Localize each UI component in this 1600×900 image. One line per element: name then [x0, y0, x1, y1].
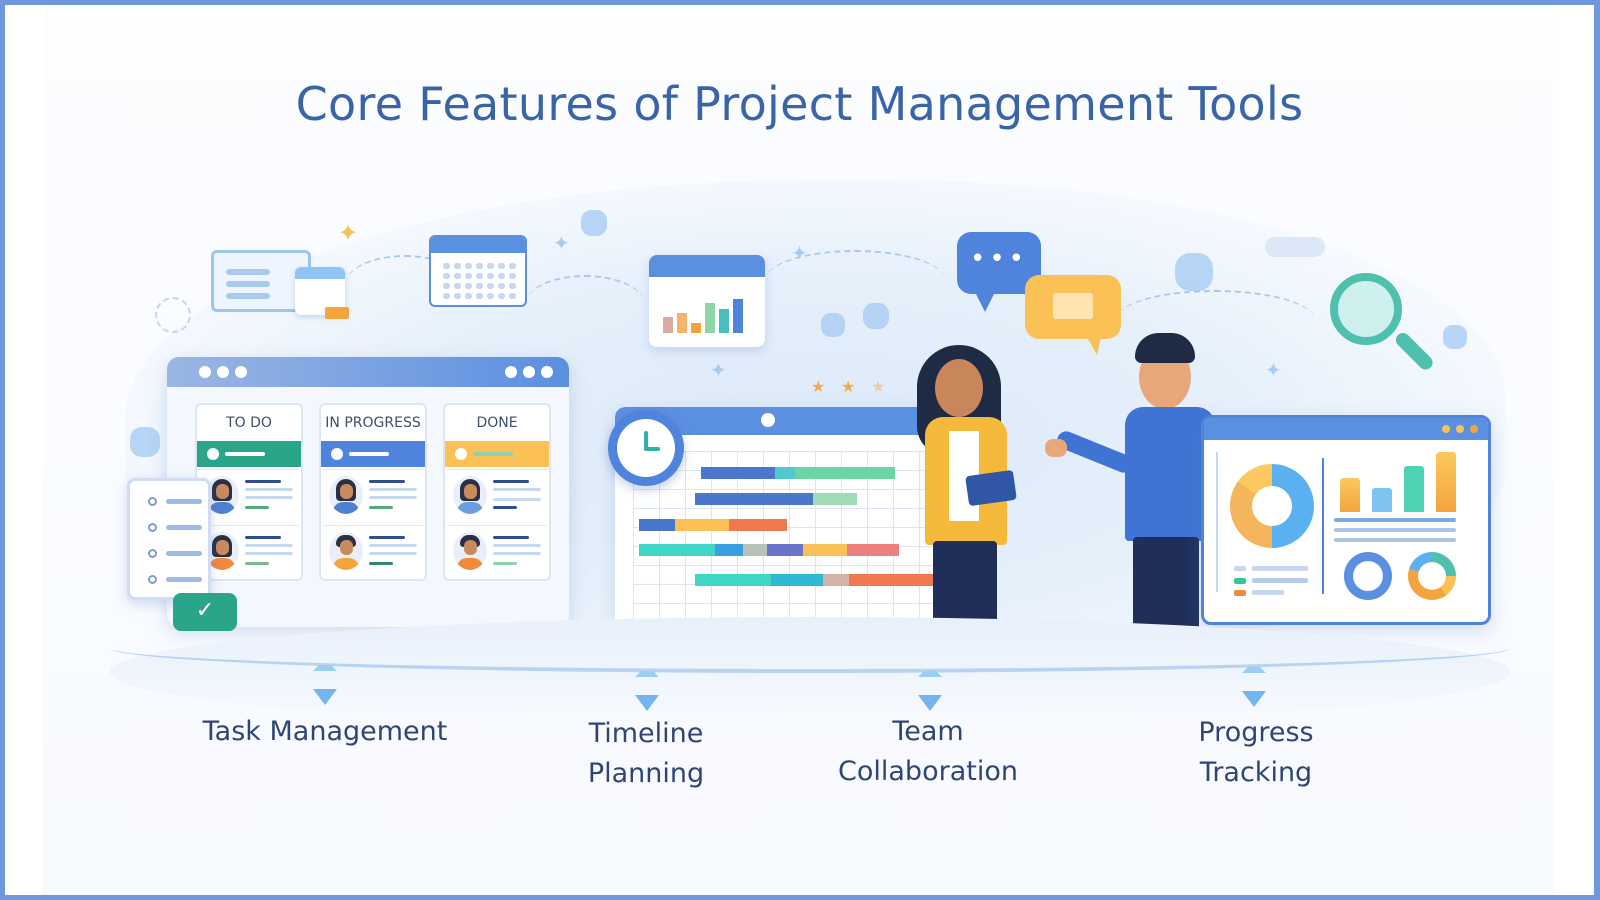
task-card — [447, 525, 547, 579]
task-card — [447, 469, 547, 523]
kanban-window-titlebar — [167, 357, 569, 387]
connector-stem — [635, 671, 659, 677]
typing-dots: ••• — [969, 244, 1028, 274]
task-list-window-icon — [211, 250, 311, 312]
gantt-bar — [695, 493, 857, 505]
flower-decoration-icon — [130, 427, 160, 457]
avatar — [453, 476, 487, 514]
sparkle-icon: ✦ — [1265, 358, 1282, 382]
task-card — [323, 525, 423, 579]
dashed-circle-decoration — [155, 297, 191, 333]
feature-label-task-management: Task Management — [202, 716, 448, 747]
progress-dashboard — [1201, 415, 1491, 625]
star-icon: ★ — [871, 377, 886, 396]
star-icon: ★ — [841, 377, 856, 396]
column-header-bar — [197, 441, 301, 467]
sparkle-icon: ✦ — [553, 231, 570, 255]
avatar — [453, 532, 487, 570]
dashboard-titlebar — [1204, 418, 1488, 440]
infographic-frame: Core Features of Project Management Tool… — [5, 5, 1594, 895]
sparkle-icon: ✦ — [585, 492, 609, 525]
avatar — [329, 532, 363, 570]
cloud-decoration-icon — [1265, 237, 1325, 257]
connector-stem — [1242, 667, 1266, 673]
star-icon: ★ — [811, 377, 826, 396]
dashed-connector — [765, 250, 945, 310]
column-header-bar — [321, 441, 425, 467]
tablet-icon — [965, 469, 1017, 507]
column-header-bar — [445, 441, 549, 467]
checkmark-badge-icon: ✓ — [173, 593, 237, 631]
sparkle-icon: ✦ — [338, 219, 359, 247]
flower-decoration-icon — [581, 210, 607, 236]
gantt-bar — [701, 467, 895, 479]
flower-decoration-icon — [821, 313, 845, 337]
gantt-bar — [639, 519, 787, 531]
task-card — [199, 469, 299, 523]
flower-decoration-icon — [1175, 253, 1213, 291]
flower-decoration-icon — [1443, 325, 1467, 349]
diamond-marker-icon — [635, 695, 659, 711]
connector-stem — [918, 671, 942, 677]
diamond-marker-icon — [1242, 691, 1266, 707]
gantt-bar — [695, 574, 945, 586]
column-title: IN PROGRESS — [325, 415, 421, 431]
feature-label-team-collaboration: Team Collaboration — [838, 716, 1018, 787]
diamond-marker-icon — [918, 695, 942, 711]
calendar-icon — [429, 235, 527, 307]
page-title: Core Features of Project Management Tool… — [295, 77, 1304, 131]
kanban-column-todo: TO DO — [195, 403, 303, 581]
gantt-bar — [639, 544, 899, 556]
bar-chart-widget-icon — [649, 255, 765, 347]
document-icon — [1053, 293, 1093, 319]
kanban-column-in-progress: IN PROGRESS — [319, 403, 427, 581]
ring-chart — [1408, 552, 1456, 600]
avatar — [329, 476, 363, 514]
kanban-board: TO DO IN PROGRESS — [167, 357, 569, 627]
team-member-woman — [905, 345, 1035, 635]
sparkle-icon: ✦ — [791, 241, 808, 265]
diamond-marker-icon — [313, 689, 337, 705]
flower-decoration-icon — [863, 303, 889, 329]
sparkle-icon: ✦ — [710, 358, 727, 382]
column-title: DONE — [476, 415, 518, 431]
dashed-connector — [525, 275, 645, 335]
checklist-card — [127, 478, 211, 600]
connector-stem — [313, 665, 337, 671]
dashed-connector — [1115, 290, 1315, 350]
kanban-column-done: DONE — [443, 403, 551, 581]
donut-chart — [1230, 464, 1314, 548]
feature-label-timeline-planning: Timeline Planning — [587, 718, 705, 789]
task-card — [323, 469, 423, 523]
bar-chart — [1334, 450, 1474, 512]
feature-label-progress-tracking: Progress Tracking — [1198, 717, 1314, 788]
platform-rim — [110, 623, 1510, 673]
team-member-man — [1045, 333, 1215, 633]
gantt-grid — [633, 451, 945, 621]
dashed-connector — [345, 255, 465, 315]
sub-window-icon — [295, 267, 349, 319]
magnifier-icon — [1330, 273, 1402, 345]
ring-chart — [1344, 552, 1392, 600]
clock-icon — [608, 410, 684, 486]
message-bubble-icon — [1025, 275, 1121, 355]
task-card — [199, 525, 299, 579]
column-title: TO DO — [226, 415, 272, 431]
